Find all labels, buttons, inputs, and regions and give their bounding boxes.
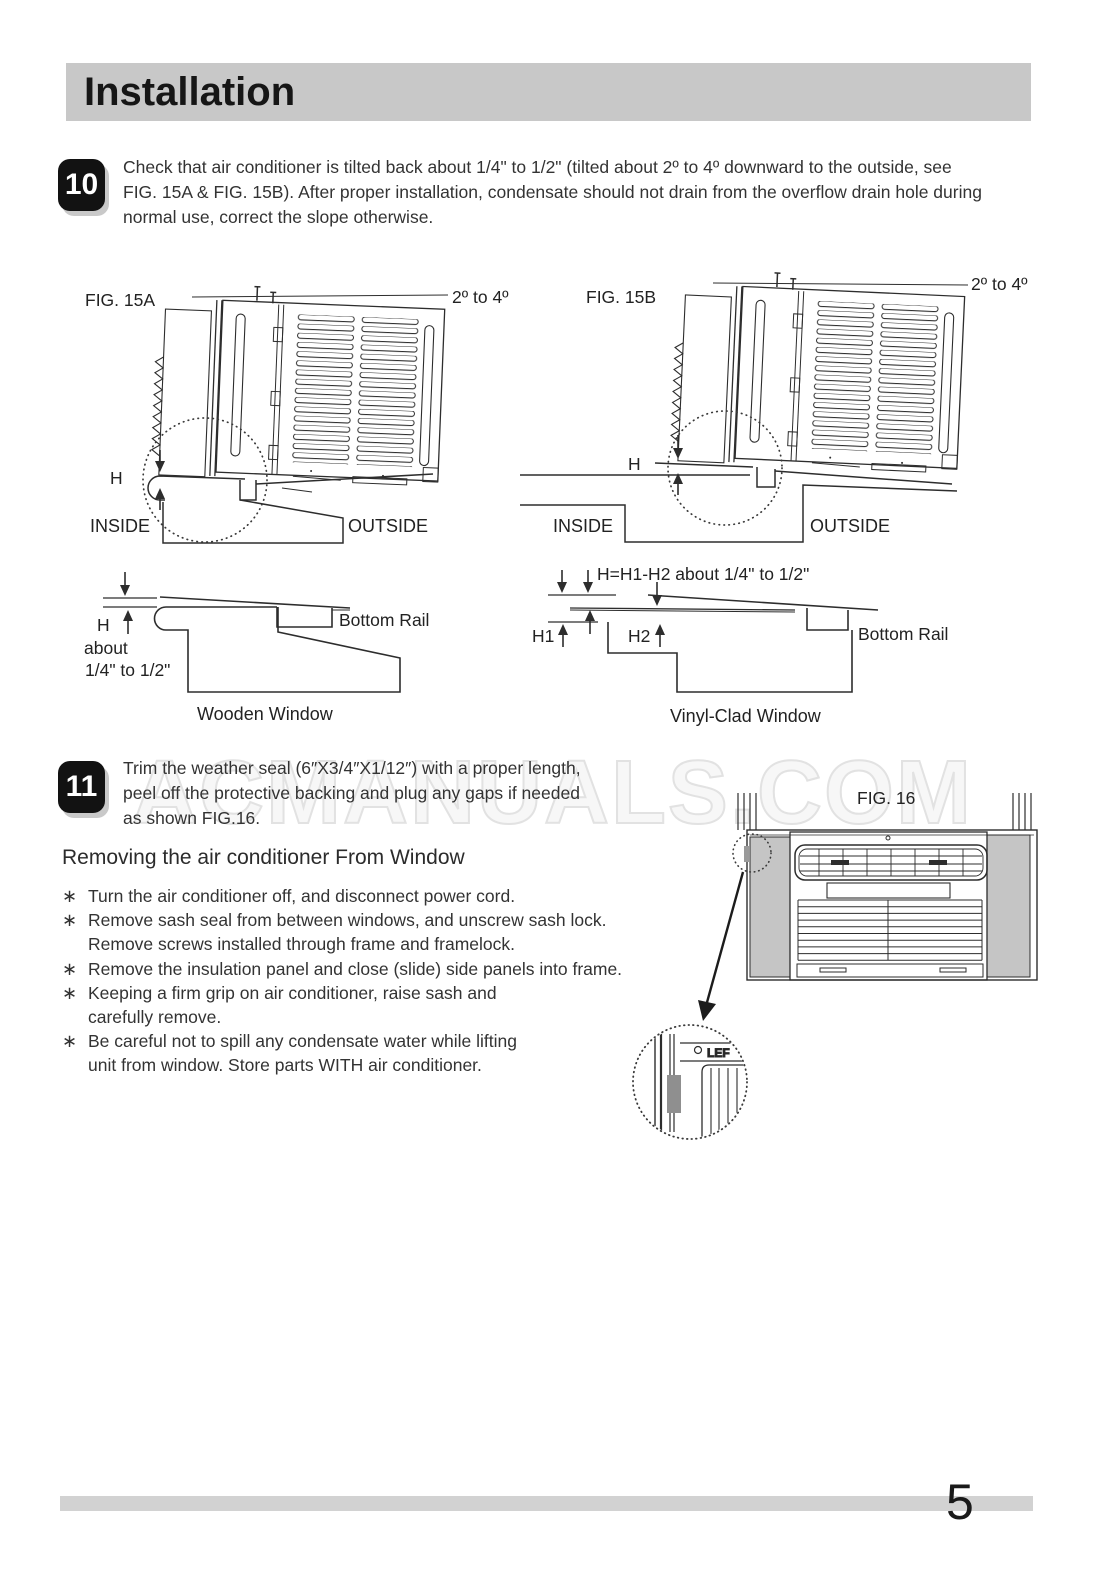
corner-highlight-circle	[732, 833, 772, 873]
sash-and-sill-profile	[548, 594, 879, 693]
h-gap-dimension	[673, 435, 683, 495]
asterisk-bullet: ∗	[62, 982, 78, 1003]
vinyl-bottom-rail-label: Bottom Rail	[858, 624, 948, 644]
detail-highlight-circle	[667, 410, 783, 526]
step-11-line: as shown FIG.16.	[123, 808, 261, 828]
list-item: ∗ Be careful not to spill any condensate…	[62, 1029, 622, 1077]
step-10-line: FIG. 15A & FIG. 15B). After proper insta…	[123, 182, 982, 202]
vinyl-window-diagram: H=H1-H2 about 1/4" to 1/2" H1 H2 Bottom …	[532, 564, 948, 726]
step-10-text: Check that air conditioner is tilted bac…	[123, 155, 982, 230]
step-11-number: 11	[65, 770, 98, 803]
fig-15b-h-label: H	[628, 454, 641, 474]
window-sash-lines	[737, 793, 1032, 830]
lower-louvers	[797, 899, 983, 961]
h-gap-dimension	[155, 450, 165, 510]
asterisk-bullet: ∗	[62, 886, 78, 906]
h-gap-dimension	[120, 572, 133, 634]
angle-reference-line	[712, 282, 969, 286]
fig-15b-label: FIG. 15B	[586, 287, 656, 307]
step-10-line: normal use, correct the slope otherwise.	[123, 207, 434, 227]
vinyl-formula-label: H=H1-H2 about 1/4" to 1/2"	[597, 564, 809, 584]
bullet-line: Remove screws installed through frame an…	[88, 934, 515, 955]
step-10-number: 10	[64, 168, 99, 201]
bullet-line: Remove the insulation panel and close (s…	[88, 958, 623, 979]
fig-15b-angle-label: 2º to 4º	[971, 274, 1028, 294]
vinyl-h1-label: H1	[532, 626, 554, 646]
fig-15a-inside-label: INSIDE	[90, 516, 150, 536]
bullet-line: unit from window. Store parts WITH air c…	[88, 1055, 482, 1076]
bullet-line: Be careful not to spill any condensate w…	[88, 1031, 517, 1052]
ac-unit-side-view	[150, 281, 447, 487]
list-item: ∗ Remove sash seal from between windows,…	[62, 908, 622, 956]
asterisk-bullet: ∗	[62, 1031, 78, 1052]
wooden-bottom-rail-label: Bottom Rail	[339, 610, 429, 630]
vinyl-h2-label: H2	[628, 626, 650, 646]
seal-detail-view: LEF	[654, 1026, 746, 1138]
window-sill-profile	[520, 462, 958, 543]
fig-15a-h-label: H	[110, 468, 123, 488]
removal-section-heading: Removing the air conditioner From Window	[62, 846, 465, 869]
wooden-about-label: about	[84, 638, 128, 658]
footer-bar	[60, 1496, 1033, 1511]
vinyl-window-caption: Vinyl-Clad Window	[670, 706, 822, 726]
fig-16-diagram: FIG. 16	[632, 788, 1038, 1140]
asterisk-bullet: ∗	[62, 958, 78, 979]
detail-circle-border	[632, 1024, 748, 1140]
wooden-window-caption: Wooden Window	[197, 704, 334, 724]
ac-unit-front-view	[746, 829, 1038, 981]
fig-15a-angle-label: 2º to 4º	[452, 287, 509, 307]
ac-unit-side-view	[669, 267, 967, 475]
angle-reference-line	[191, 294, 449, 298]
bullet-line: carefully remove.	[88, 1007, 222, 1028]
wooden-window-diagram: H Bottom Rail about 1/4" to 1/2" Wooden …	[84, 572, 429, 724]
step-11-line: Trim the weather seal (6″X3/4″X1/12″) wi…	[123, 758, 581, 778]
fig-15b-diagram: FIG. 15B 2º to 4º H INSIDE OUTSIDE	[520, 267, 1028, 543]
bullet-line: Keeping a firm grip on air conditioner, …	[88, 982, 497, 1003]
fig-15a-label: FIG. 15A	[85, 290, 155, 310]
fig-15a-diagram: FIG. 15A 2º to 4º H INSIDE OUTSIDE	[85, 281, 509, 544]
removal-bullet-list: ∗ Turn the air conditioner off, and disc…	[62, 884, 622, 1078]
page-number: 5	[946, 1474, 974, 1530]
watermark: ACMANUALS.COM	[131, 742, 973, 844]
wooden-range-label: 1/4" to 1/2"	[85, 660, 170, 680]
bottom-strip	[796, 963, 984, 978]
top-air-grille	[794, 844, 988, 881]
window-sill-profile	[147, 473, 434, 544]
step-10-badge: 10	[58, 159, 105, 211]
list-item: ∗ Turn the air conditioner off, and disc…	[62, 884, 622, 908]
bullet-line: Remove sash seal from between windows, a…	[88, 910, 607, 931]
step-11-badge: 11	[58, 761, 105, 813]
step-11-text: Trim the weather seal (6″X3/4″X1/12″) wi…	[123, 756, 581, 831]
page-title: Installation	[84, 69, 296, 114]
fig-16-label: FIG. 16	[857, 788, 915, 808]
control-recess	[826, 882, 951, 899]
list-item: ∗ Remove the insulation panel and close …	[62, 957, 622, 981]
page-header-bar: Installation	[66, 63, 1031, 121]
step-11-line: peel off the protective backing and plug…	[123, 783, 580, 803]
fig-15a-outside-label: OUTSIDE	[348, 516, 428, 536]
sash-and-sill-profile	[103, 596, 401, 693]
list-item: ∗ Keeping a firm grip on air conditioner…	[62, 981, 622, 1029]
fig-15b-outside-label: OUTSIDE	[810, 516, 890, 536]
accordion-panel-right	[986, 834, 1031, 978]
fig-15b-inside-label: INSIDE	[553, 516, 613, 536]
detail-highlight-circle	[142, 417, 268, 543]
weather-seal-detail	[667, 1075, 681, 1113]
step-10-line: Check that air conditioner is tilted bac…	[123, 157, 952, 177]
callout-arrow	[698, 871, 745, 1021]
accordion-panel-left	[749, 836, 791, 978]
asterisk-bullet: ∗	[62, 910, 78, 931]
weather-seal-strip	[744, 846, 749, 862]
h-dimension-arrows	[557, 570, 665, 647]
wooden-h-label: H	[97, 615, 110, 635]
seal-detail-text: LEF	[707, 1046, 730, 1060]
bullet-line: Turn the air conditioner off, and discon…	[88, 886, 516, 906]
